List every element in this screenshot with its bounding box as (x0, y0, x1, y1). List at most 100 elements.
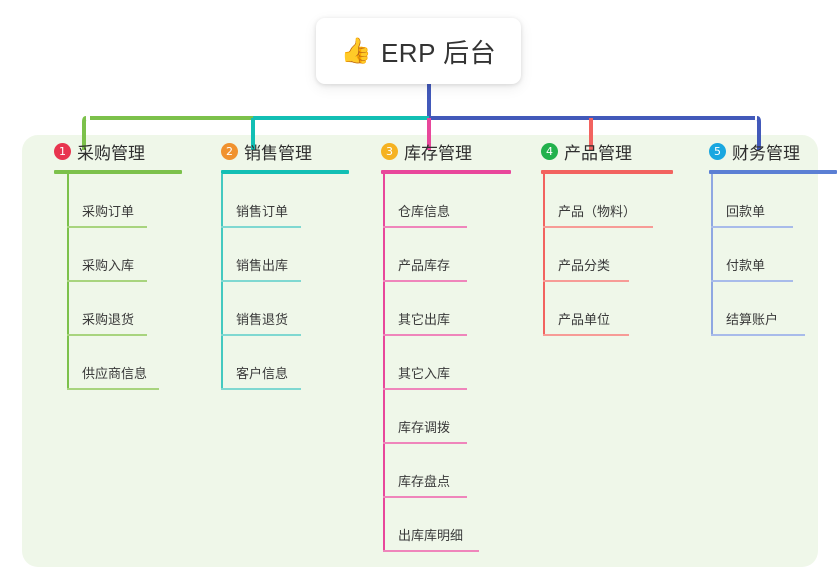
item-label: 采购退货 (82, 312, 135, 327)
item-label: 结算账户 (726, 312, 779, 327)
item-label: 库存调拨 (398, 420, 451, 435)
module-title-2: 销售管理 (244, 143, 312, 163)
item-label: 产品分类 (558, 258, 611, 273)
module-rule-4 (541, 170, 673, 174)
item-rule (383, 280, 467, 282)
item-rule (67, 280, 147, 282)
module-spine-3 (383, 174, 385, 552)
list-item[interactable]: 采购入库 (40, 228, 200, 282)
module-spine-5 (711, 174, 713, 336)
item-label: 采购订单 (82, 204, 135, 219)
module-items-3: 仓库信息 产品库存 其它出库 其它入库 库存调拨 (367, 174, 537, 552)
root-node-card[interactable]: 👍 ERP 后台 (316, 18, 521, 84)
module-header-1[interactable]: 1 采购管理 (40, 135, 200, 167)
module-title-4: 产品管理 (564, 143, 632, 163)
module-title-1: 采购管理 (77, 143, 145, 163)
item-rule (67, 334, 147, 336)
module-spine-4 (543, 174, 545, 336)
item-rule (221, 388, 301, 390)
list-item[interactable]: 采购订单 (40, 174, 200, 228)
module-column-4: 4 产品管理 产品（物料） 产品分类 产品单位 (527, 135, 707, 336)
module-rule-2 (221, 170, 349, 174)
list-item[interactable]: 其它入库 (367, 336, 537, 390)
list-item[interactable]: 仓库信息 (367, 174, 537, 228)
item-rule (67, 226, 147, 228)
list-item[interactable]: 付款单 (695, 228, 839, 282)
module-title-5: 财务管理 (732, 143, 800, 163)
module-column-3: 3 库存管理 仓库信息 产品库存 其它出库 其它入库 (367, 135, 537, 552)
item-label: 客户信息 (236, 366, 289, 381)
item-label: 出库库明细 (398, 528, 464, 543)
module-columns: 1 采购管理 采购订单 采购入库 采购退货 供应商信 (22, 135, 837, 567)
module-rule-1 (54, 170, 182, 174)
item-rule (711, 334, 805, 336)
list-item[interactable]: 出库库明细 (367, 498, 537, 552)
module-header-4[interactable]: 4 产品管理 (527, 135, 707, 167)
module-header-5[interactable]: 5 财务管理 (695, 135, 839, 167)
module-items-1: 采购订单 采购入库 采购退货 供应商信息 (40, 174, 200, 390)
list-item[interactable]: 库存盘点 (367, 444, 537, 498)
item-rule (543, 334, 629, 336)
modules-panel (22, 135, 818, 567)
list-item[interactable]: 产品（物料） (527, 174, 707, 228)
item-label: 仓库信息 (398, 204, 451, 219)
item-rule (383, 334, 467, 336)
module-header-3[interactable]: 3 库存管理 (367, 135, 537, 167)
item-rule (383, 442, 467, 444)
item-label: 付款单 (726, 258, 766, 273)
list-item[interactable]: 销售出库 (207, 228, 367, 282)
item-label: 产品（物料） (558, 204, 637, 219)
item-label: 销售退货 (236, 312, 289, 327)
item-label: 回款单 (726, 204, 766, 219)
module-badge-1: 1 (54, 142, 71, 160)
item-rule (67, 388, 159, 390)
list-item[interactable]: 供应商信息 (40, 336, 200, 390)
item-rule (711, 280, 793, 282)
module-badge-5: 5 (709, 142, 726, 160)
module-items-4: 产品（物料） 产品分类 产品单位 (527, 174, 707, 336)
list-item[interactable]: 结算账户 (695, 282, 839, 336)
item-label: 库存盘点 (398, 474, 451, 489)
item-rule (383, 496, 467, 498)
list-item[interactable]: 产品单位 (527, 282, 707, 336)
item-label: 供应商信息 (82, 366, 148, 381)
item-rule (221, 226, 301, 228)
item-label: 其它入库 (398, 366, 451, 381)
module-column-1: 1 采购管理 采购订单 采购入库 采购退货 供应商信 (40, 135, 200, 390)
module-rule-5 (709, 170, 837, 174)
item-rule (543, 280, 629, 282)
item-rule (711, 226, 793, 228)
list-item[interactable]: 客户信息 (207, 336, 367, 390)
module-items-2: 销售订单 销售出库 销售退货 客户信息 (207, 174, 367, 390)
root-node-title: ERP 后台 (380, 37, 497, 68)
item-rule (221, 280, 301, 282)
item-rule (383, 226, 467, 228)
list-item[interactable]: 采购退货 (40, 282, 200, 336)
module-title-3: 库存管理 (404, 143, 472, 163)
module-badge-3: 3 (381, 142, 398, 160)
item-label: 销售订单 (236, 204, 289, 219)
list-item[interactable]: 销售订单 (207, 174, 367, 228)
module-rule-3 (381, 170, 511, 174)
list-item[interactable]: 库存调拨 (367, 390, 537, 444)
module-items-5: 回款单 付款单 结算账户 (695, 174, 839, 336)
list-item[interactable]: 产品库存 (367, 228, 537, 282)
item-label: 采购入库 (82, 258, 135, 273)
item-label: 销售出库 (236, 258, 289, 273)
list-item[interactable]: 回款单 (695, 174, 839, 228)
list-item[interactable]: 产品分类 (527, 228, 707, 282)
item-rule (383, 550, 479, 552)
item-rule (383, 388, 467, 390)
thumbs-up-icon: 👍 (340, 36, 372, 65)
module-spine-1 (67, 174, 69, 390)
module-badge-4: 4 (541, 142, 558, 160)
module-spine-2 (221, 174, 223, 390)
item-label: 产品库存 (398, 258, 451, 273)
list-item[interactable]: 其它出库 (367, 282, 537, 336)
module-column-2: 2 销售管理 销售订单 销售出库 销售退货 客户信息 (207, 135, 367, 390)
item-label: 其它出库 (398, 312, 451, 327)
module-header-2[interactable]: 2 销售管理 (207, 135, 367, 167)
module-column-5: 5 财务管理 回款单 付款单 结算账户 (695, 135, 839, 336)
list-item[interactable]: 销售退货 (207, 282, 367, 336)
